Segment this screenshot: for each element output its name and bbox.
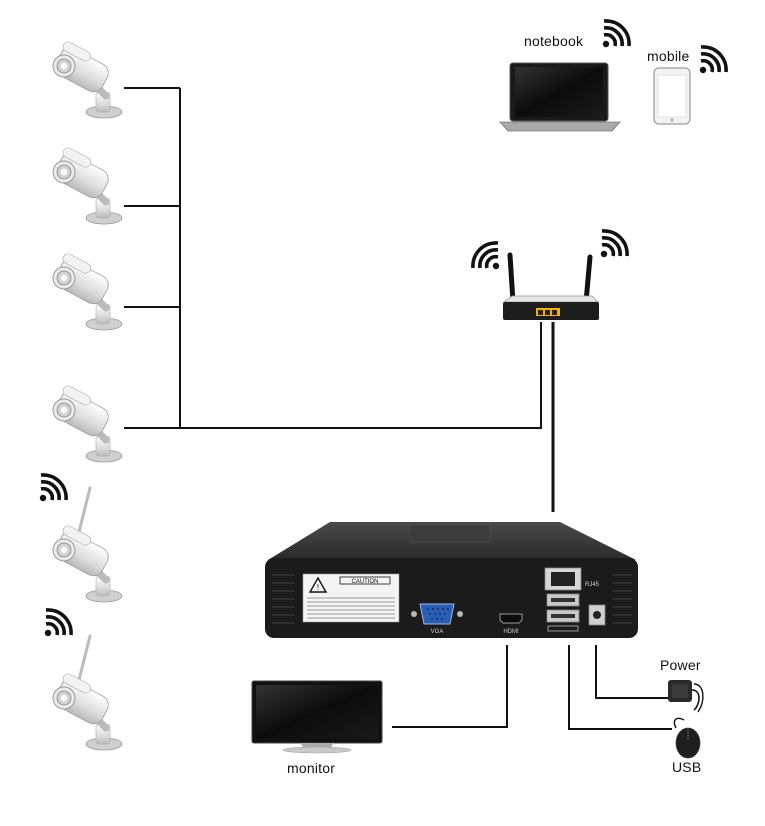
wire-monitor-hdmi xyxy=(392,645,508,728)
caution-sticker: ! CAUTION xyxy=(302,573,400,623)
power-jack xyxy=(588,604,606,626)
wire-power xyxy=(595,645,668,699)
mobile-label: mobile xyxy=(647,48,690,64)
camera-1 xyxy=(50,40,122,118)
mobile-icon xyxy=(653,67,691,125)
wifi-icon xyxy=(598,229,629,260)
camera-5 xyxy=(50,486,122,602)
monitor-label: monitor xyxy=(287,760,336,776)
camera-3 xyxy=(50,252,122,330)
notebook-icon xyxy=(499,62,621,132)
caution-title: CAUTION xyxy=(352,579,379,585)
usb-port xyxy=(546,593,580,607)
nvr-recorder: ! CAUTION VGA xyxy=(265,522,638,638)
usb-mouse-icon xyxy=(673,717,701,759)
wifi-icon xyxy=(42,608,73,639)
notebook-label: notebook xyxy=(524,33,584,49)
camera-6-antenna xyxy=(76,634,92,686)
power-adapter-icon xyxy=(668,680,704,713)
vga-port xyxy=(411,603,463,625)
wifi-icon xyxy=(37,473,68,504)
hdmi-port xyxy=(499,613,523,624)
hdmi-label: HDMI xyxy=(503,629,519,635)
rj45-port xyxy=(544,567,582,591)
svg-text:!: ! xyxy=(317,583,319,592)
router-antenna-right xyxy=(583,254,593,305)
wifi-icon xyxy=(471,241,502,272)
usb-port xyxy=(546,609,580,623)
vga-label: VGA xyxy=(431,629,444,635)
rj45-label: RJ45 xyxy=(585,582,600,588)
router xyxy=(502,252,599,320)
camera-4 xyxy=(50,384,122,462)
router-antenna-left xyxy=(507,252,516,305)
wire-camera-4-to-router xyxy=(124,322,542,429)
wires xyxy=(124,87,672,730)
wire-usb xyxy=(568,645,672,730)
power-label: Power xyxy=(660,657,701,673)
wifi-icon xyxy=(697,45,728,75)
camera-5-antenna xyxy=(76,486,92,538)
camera-2 xyxy=(50,146,122,224)
wifi-icon xyxy=(600,19,631,50)
usb-label: USB xyxy=(672,759,702,775)
camera-6 xyxy=(50,634,122,750)
monitor-icon xyxy=(251,680,383,754)
